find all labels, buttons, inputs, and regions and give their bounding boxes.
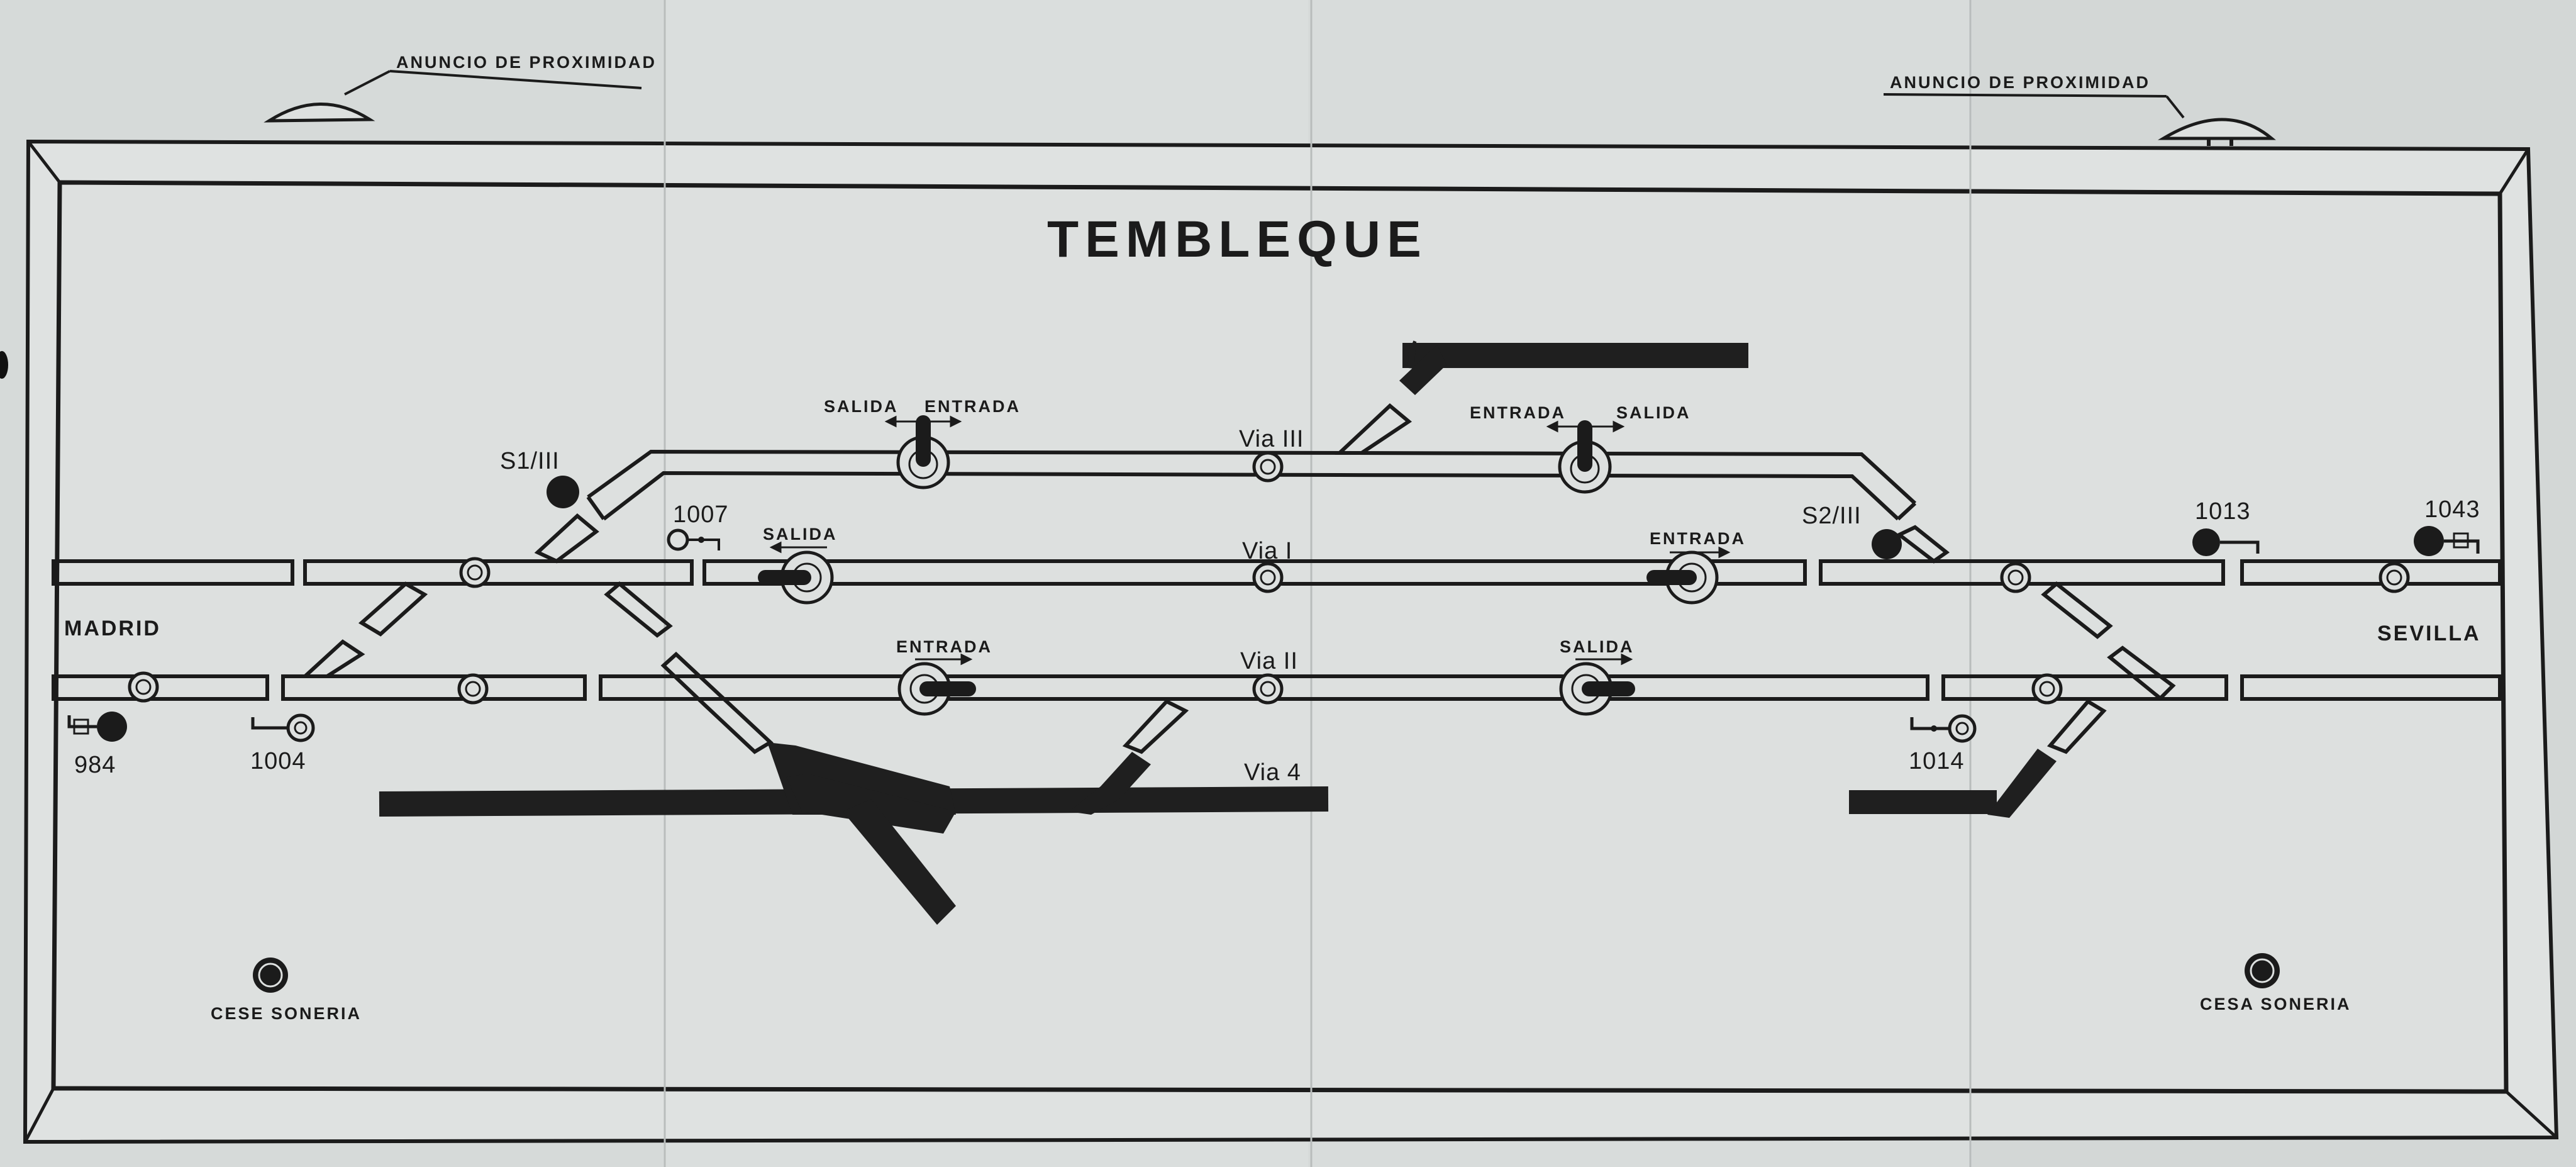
lever-via1-right[interactable] bbox=[1646, 550, 1719, 605]
approach-dome-right bbox=[1883, 93, 2276, 146]
bell-label-left: CESE SONERIA bbox=[211, 1004, 362, 1023]
track-label-via-iii: Via III bbox=[1239, 426, 1304, 452]
crossovers-left bbox=[300, 581, 774, 754]
track-via-iii bbox=[534, 403, 1950, 564]
siding-blocks bbox=[379, 340, 2057, 925]
lever-label-via3-left-salida: SALIDA bbox=[824, 397, 899, 416]
lever-label-via3-right-salida: SALIDA bbox=[1616, 403, 1691, 422]
track-label-via-i: Via I bbox=[1242, 538, 1292, 564]
signal-label-1014: 1014 bbox=[1909, 748, 1965, 774]
lever-via2-right[interactable] bbox=[1559, 662, 1635, 716]
lever-label-via1-right: ENTRADA bbox=[1650, 529, 1746, 548]
signal-label-1007: 1007 bbox=[673, 501, 729, 528]
bell-label-right: CESA SONERIA bbox=[2200, 995, 2351, 1013]
signal-1004[interactable] bbox=[251, 713, 315, 742]
signal-s1-iii[interactable] bbox=[547, 476, 579, 508]
panel-frame bbox=[23, 139, 2559, 1144]
signal-1043[interactable] bbox=[2414, 526, 2480, 556]
end-label-left: MADRID bbox=[64, 617, 161, 640]
approach-label-left: ANUNCIO DE PROXIMIDAD bbox=[396, 53, 657, 72]
lever-label-via3-right-entrada: ENTRADA bbox=[1470, 403, 1566, 422]
track-label-via-4: Via 4 bbox=[1244, 759, 1301, 786]
signal-label-s1-iii: S1/III bbox=[500, 448, 560, 474]
approach-dome-left bbox=[264, 70, 642, 123]
end-label-right: SEVILLA bbox=[2377, 622, 2481, 645]
lever-via3-right[interactable] bbox=[1558, 420, 1612, 494]
station-title: TEMBLEQUE bbox=[1047, 211, 1428, 268]
bell-cancel-button-left[interactable] bbox=[253, 958, 288, 993]
lever-label-via3-left-entrada: ENTRADA bbox=[924, 397, 1021, 416]
lever-via1-left[interactable] bbox=[758, 550, 834, 605]
signal-s2-iii[interactable] bbox=[1872, 529, 1902, 559]
signal-1007[interactable] bbox=[667, 528, 720, 551]
approach-label-right: ANUNCIO DE PROXIMIDAD bbox=[1890, 73, 2150, 92]
crossovers-right bbox=[1122, 581, 2176, 754]
signal-1014[interactable] bbox=[1910, 714, 1977, 743]
track-buttons bbox=[128, 451, 2410, 705]
signal-label-s2-iii: S2/III bbox=[1802, 503, 1862, 529]
lever-label-via2-right: SALIDA bbox=[1560, 637, 1635, 656]
bell-cancel-button-right[interactable] bbox=[2245, 953, 2280, 988]
signal-label-1043: 1043 bbox=[2424, 496, 2480, 523]
lever-via2-left[interactable] bbox=[897, 662, 976, 716]
signal-label-984: 984 bbox=[74, 752, 116, 778]
signal-1013[interactable] bbox=[2192, 528, 2260, 556]
signal-label-1013: 1013 bbox=[2195, 498, 2251, 525]
track-label-via-ii: Via II bbox=[1240, 648, 1298, 674]
lever-label-via1-left: SALIDA bbox=[763, 525, 838, 544]
signal-984[interactable] bbox=[67, 712, 127, 742]
signal-label-1004: 1004 bbox=[250, 748, 306, 774]
lever-via3-left[interactable] bbox=[896, 415, 950, 489]
lever-label-via2-left: ENTRADA bbox=[896, 637, 992, 656]
